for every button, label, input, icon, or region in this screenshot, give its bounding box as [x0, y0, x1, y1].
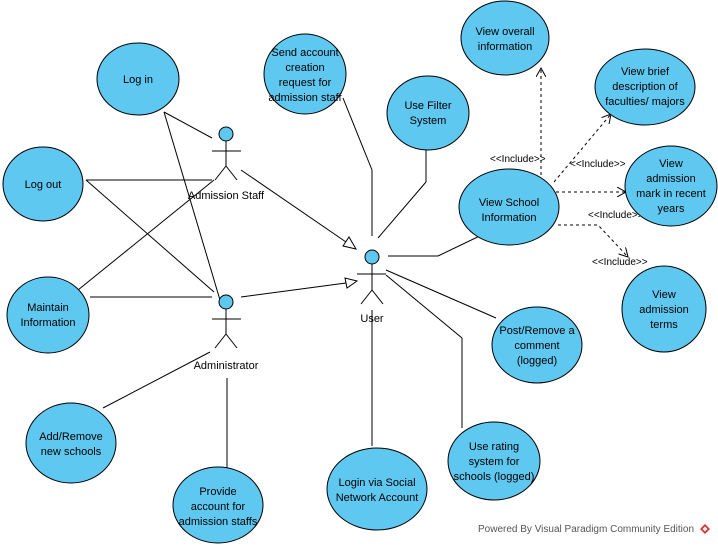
associations: [77, 97, 497, 470]
use-case-label: Information: [481, 212, 536, 224]
use-case-view-school-information: View School Information: [458, 168, 560, 246]
use-case-label: Send account: [271, 47, 338, 59]
use-case-send-account-request: Send account creation request for admiss…: [263, 33, 347, 115]
use-case-label: faculties/ majors: [605, 96, 685, 108]
actor-admission-staff: Admission Staff: [188, 126, 265, 202]
include-label: <<Include>>: [588, 210, 644, 221]
use-case-label: View overall: [475, 26, 534, 38]
use-case-label: information: [478, 41, 532, 53]
use-case-label: admission: [646, 173, 696, 185]
include-labels: <<Include>> <<Include>> <<Include>> <<In…: [490, 154, 648, 268]
use-case-view-brief-description: View brief description of faculties/ maj…: [594, 48, 696, 126]
use-case-label: Provide: [199, 486, 236, 498]
actor-administrator: Administrator: [194, 294, 259, 372]
use-case-label: Maintain: [27, 302, 69, 314]
use-case-label: Post/Remove a: [499, 325, 575, 337]
use-case-label: View: [659, 158, 683, 170]
use-case-log-in: Log in: [96, 42, 180, 116]
use-case-label: admission staff: [268, 92, 342, 104]
use-case-label: account for: [191, 501, 246, 513]
use-case-label: Login via Social: [338, 477, 415, 489]
use-case-login-social-network: Login via Social Network Account: [326, 447, 428, 531]
use-case-label: comment: [514, 340, 559, 352]
actor-user: User: [357, 249, 386, 325]
use-case-post-remove-comment: Post/Remove a comment (logged): [491, 306, 583, 384]
use-case-label: creation: [285, 62, 324, 74]
include-dependencies: [541, 68, 628, 257]
use-case-label: View School: [479, 197, 539, 209]
use-case-view-admission-mark: View admission mark in recent years: [624, 145, 718, 227]
use-case-label: Network Account: [336, 492, 419, 504]
visual-paradigm-logo-icon: [700, 524, 710, 534]
use-case-label: schools (logged): [454, 471, 535, 483]
actor-label: Admission Staff: [188, 190, 265, 202]
use-case-view-admission-terms: View admission terms: [621, 265, 707, 353]
use-case-label: Use rating: [469, 441, 519, 453]
use-case-label: (logged): [517, 355, 557, 367]
use-case-label: View: [652, 289, 676, 301]
watermark-text: Powered By Visual Paradigm Community Edi…: [478, 524, 695, 535]
use-case-label: description of: [612, 81, 678, 93]
use-case-log-out: Log out: [2, 146, 84, 222]
use-case-label: admission: [639, 304, 689, 316]
include-label: <<Include>>: [570, 159, 626, 170]
use-case-use-filter-system: Use Filter System: [386, 75, 470, 151]
use-case-label: terms: [650, 319, 678, 331]
actor-label: Administrator: [194, 360, 259, 372]
generalizations: [240, 169, 359, 298]
use-case-provide-account: Provide account for admission staffs: [172, 466, 264, 544]
use-case-maintain-information: Maintain Information: [6, 276, 90, 354]
use-case-label: Information: [20, 317, 75, 329]
use-case-label: years: [658, 203, 685, 215]
actor-label: User: [360, 313, 384, 325]
use-case-label: new schools: [41, 446, 102, 458]
use-case-use-rating-system: Use rating system for schools (logged): [447, 421, 541, 501]
include-label: <<Include>>: [490, 154, 546, 165]
use-case-view-overall-information: View overall information: [460, 0, 550, 76]
use-case-label: admission staffs: [179, 516, 258, 528]
use-case-label: mark in recent: [636, 188, 706, 200]
use-case-label: Add/Remove: [39, 431, 103, 443]
use-case-add-remove-schools: Add/Remove new schools: [25, 402, 117, 484]
use-case-label: View brief: [621, 66, 670, 78]
include-label: <<Include>>: [592, 257, 648, 268]
use-case-label: System: [410, 115, 447, 127]
use-case-label: Log in: [123, 74, 153, 86]
use-case-label: Use Filter: [404, 100, 451, 112]
use-case-label: request for: [279, 77, 332, 89]
use-case-label: system for: [469, 456, 520, 468]
use-case-label: Log out: [25, 179, 62, 191]
